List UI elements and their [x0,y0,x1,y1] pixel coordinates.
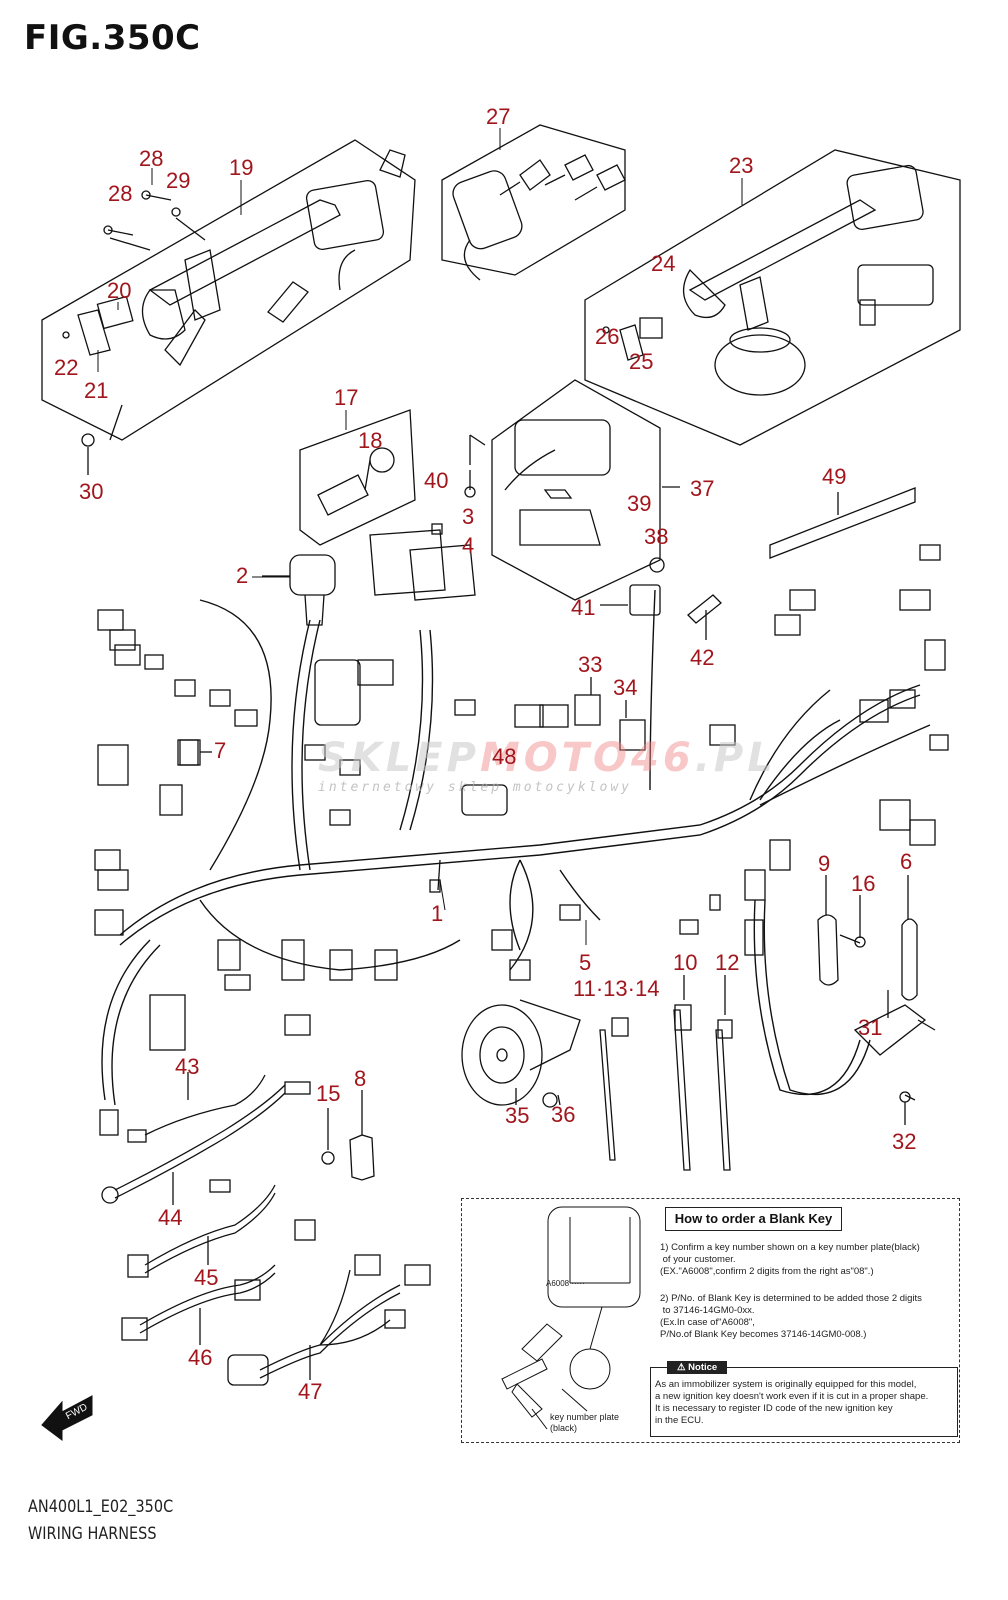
callout-28b[interactable]: 28 [108,181,133,206]
figure-name: WIRING HARNESS [28,1524,157,1544]
main-harness-1 [101,589,931,1106]
callout-34[interactable]: 34 [613,675,638,700]
callout-25[interactable]: 25 [629,349,654,374]
callout-16[interactable]: 16 [851,871,876,896]
key-illustration [501,1206,641,1430]
callout-17[interactable]: 17 [334,385,359,410]
figure-title: FIG.350C [24,18,201,58]
callout-10[interactable]: 10 [673,950,698,975]
callout-4[interactable]: 4 [462,533,475,558]
switch-41 [629,584,661,616]
ignition-switch-box-23 [584,149,961,446]
cable-tie-10 [673,1009,691,1171]
callout-7[interactable]: 7 [214,738,227,763]
connector-24 [639,317,663,339]
callout-48[interactable]: 48 [492,744,517,769]
callout-33[interactable]: 33 [578,652,603,677]
connector-20 [96,295,134,330]
callout-27[interactable]: 27 [486,104,511,129]
callout-20[interactable]: 20 [107,278,132,303]
clamp-6 [901,918,918,1001]
callout-39[interactable]: 39 [627,491,652,516]
blank-key-step-2: 2) P/No. of Blank Key is determined to b… [660,1293,922,1340]
bolt-15 [321,1151,335,1165]
callout-18[interactable]: 18 [358,428,383,453]
plate-21 [77,309,111,356]
callout-12[interactable]: 12 [715,950,740,975]
cable-tie-12 [715,1029,731,1171]
horn-35 [461,1004,543,1106]
callout-36[interactable]: 36 [551,1102,576,1127]
tape-49 [769,487,916,559]
callout-38[interactable]: 38 [644,524,669,549]
figure-code: AN400L1_E02_350C [28,1497,174,1517]
blank-key-step-1: 1) Confirm a key number shown on a key n… [660,1242,920,1277]
callout-46[interactable]: 46 [188,1345,213,1370]
callout-43[interactable]: 43 [175,1054,200,1079]
callout-28a[interactable]: 28 [139,146,164,171]
socket-box-17 [299,409,416,546]
watermark: SKLEPMOTO46.PL [318,735,777,781]
callout-19[interactable]: 19 [229,155,254,180]
callout-8[interactable]: 8 [354,1066,367,1091]
ignition-switch-group-box [41,139,416,441]
callout-23[interactable]: 23 [729,153,754,178]
notice-box: ⚠ Notice As an immobilizer system is ori… [650,1361,958,1437]
callout-6[interactable]: 6 [900,849,913,874]
watermark-subtitle: internetowy sklep motocyklowy [318,780,632,795]
key-set-box-27 [441,124,626,276]
callout-9[interactable]: 9 [818,851,831,876]
callout-29[interactable]: 29 [166,168,191,193]
callout-21[interactable]: 21 [84,378,109,403]
clamp-9 [817,914,839,986]
fwd-arrow-icon [41,1395,93,1441]
callout-24[interactable]: 24 [651,251,676,276]
callout-15[interactable]: 15 [316,1081,341,1106]
key-plate-code: A6008 ····· [546,1279,585,1288]
notice-text: As an immobilizer system is originally e… [655,1379,929,1426]
callout-45[interactable]: 45 [194,1265,219,1290]
key-plate-label: key number plate (black) [550,1412,620,1433]
bracket-8 [349,1134,375,1181]
callout-44[interactable]: 44 [158,1205,183,1230]
nut-30 [81,433,95,447]
callout-49[interactable]: 49 [822,464,847,489]
harness-connectors [94,544,949,1136]
callout-32[interactable]: 32 [892,1129,917,1154]
callout-1[interactable]: 1 [431,901,444,926]
callout-22[interactable]: 22 [54,355,79,380]
callout-47[interactable]: 47 [298,1379,323,1404]
blank-key-info-box: A6008 ····· key number plate (black) How… [461,1198,960,1443]
callout-26[interactable]: 26 [595,324,620,349]
tool-bag-box-37 [491,379,661,601]
callout-40[interactable]: 40 [424,468,449,493]
relay-7 [179,739,201,766]
ignition-switch-19 [141,149,406,367]
sub-harnesses [101,1072,431,1386]
callout-2[interactable]: 2 [236,563,249,588]
callout-11-13-14[interactable]: 11·13·14 [573,976,660,1001]
ecu-coupler-2 [289,554,336,596]
callout-35[interactable]: 35 [505,1103,530,1128]
callout-30[interactable]: 30 [79,479,104,504]
cable-tie-11 [599,1029,616,1161]
blank-key-title: How to order a Blank Key [665,1207,842,1231]
callout-42[interactable]: 42 [690,645,715,670]
callout-41[interactable]: 41 [571,595,596,620]
screw-22 [62,331,70,339]
callout-31[interactable]: 31 [858,1015,883,1040]
notice-label: ⚠ Notice [667,1361,728,1374]
callout-37[interactable]: 37 [690,476,715,501]
callout-5[interactable]: 5 [579,950,592,975]
callout-3[interactable]: 3 [462,504,475,529]
